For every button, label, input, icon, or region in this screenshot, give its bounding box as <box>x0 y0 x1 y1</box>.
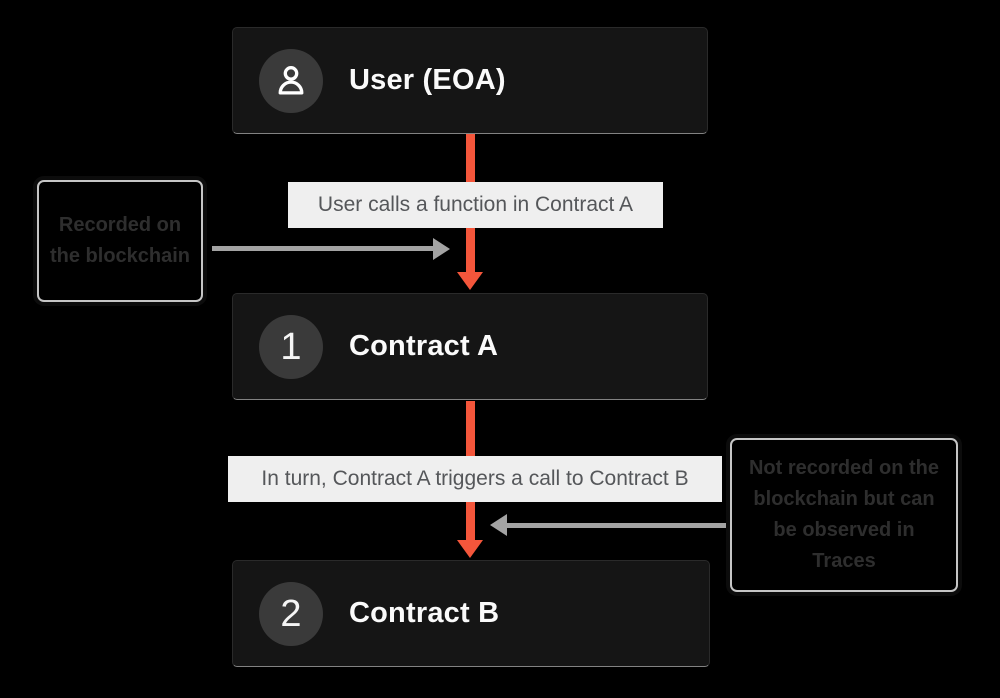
gray-arrow-right-shaft <box>507 523 729 528</box>
annotation-recorded: Recorded on the blockchain <box>37 180 203 302</box>
flow-label-2: In turn, Contract A triggers a call to C… <box>228 456 722 502</box>
step-number: 1 <box>280 325 302 368</box>
flow-label-2-text: In turn, Contract A triggers a call to C… <box>261 467 689 490</box>
annotation-recorded-text: Recorded on the blockchain <box>49 214 191 267</box>
gray-arrow-left-shaft <box>212 246 434 251</box>
annotation-not-recorded: Not recorded on the blockchain but can b… <box>730 438 958 592</box>
node-label: User (EOA) <box>349 64 506 96</box>
node-label: Contract B <box>349 597 500 629</box>
node-label: Contract A <box>349 330 499 362</box>
node-user-eoa: User (EOA) <box>232 27 708 134</box>
annotation-not-recorded-text: Not recorded on the blockchain but can b… <box>748 457 939 572</box>
user-icon <box>278 65 304 95</box>
node-contract-a: 1 Contract A <box>232 293 708 400</box>
arrow-a-to-b-shaft-lower <box>466 502 475 540</box>
arrow-a-to-b-shaft <box>466 401 475 456</box>
step-badge-1: 1 <box>259 314 323 379</box>
arrow-user-to-a-shaft <box>466 134 475 182</box>
arrowhead-down-icon <box>457 540 483 558</box>
node-contract-b: 2 Contract B <box>232 560 710 667</box>
step-badge-2: 2 <box>259 581 323 646</box>
arrowhead-right-icon <box>433 238 450 260</box>
avatar <box>259 48 323 113</box>
flow-label-1: User calls a function in Contract A <box>288 182 663 228</box>
arrowhead-left-icon <box>490 514 507 536</box>
arrow-user-to-a-shaft-lower <box>466 228 475 272</box>
step-number: 2 <box>280 592 302 635</box>
arrowhead-down-icon <box>457 272 483 290</box>
flow-label-1-text: User calls a function in Contract A <box>317 193 634 216</box>
